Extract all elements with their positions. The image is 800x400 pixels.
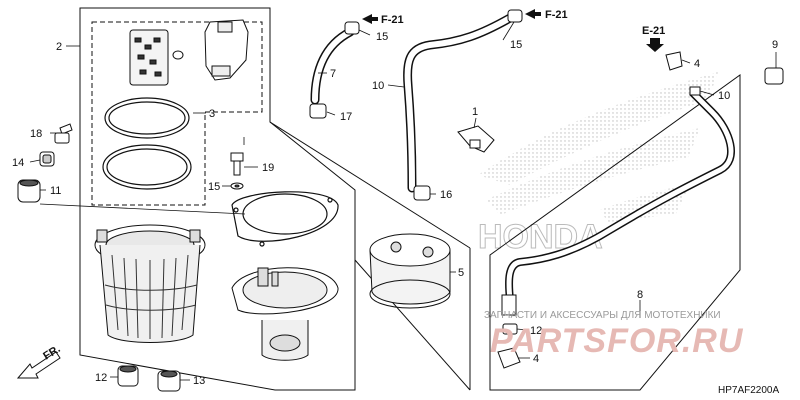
group-outlines xyxy=(79,7,741,391)
right-clips xyxy=(497,51,784,369)
part-15-clip-b xyxy=(507,9,523,23)
part-3-pump-kit xyxy=(129,19,249,86)
callout-10-a: 10 xyxy=(718,90,730,102)
callout-15-c: 16 xyxy=(440,189,452,201)
site-watermark: ЗАПЧАСТИ И АКСЕССУАРЫ ДЛЯ МОТОТЕХНИКИ PA… xyxy=(484,310,744,360)
callout-12-a: 12 xyxy=(95,372,107,384)
callout-labels: 2 3 18 14 11 19 15 7 17 15 10 1 15 16 5 … xyxy=(12,31,778,387)
gasket-kit-box xyxy=(91,21,263,206)
part-12-grommet xyxy=(117,365,181,392)
svg-text:E-21: E-21 xyxy=(642,25,665,37)
callout-6: 7 xyxy=(330,68,336,80)
part-15-clip-a xyxy=(344,21,360,35)
part-18-bolt xyxy=(230,152,244,176)
reference-labels: F-21 F-21 E-21 xyxy=(362,9,665,52)
callout-17: 18 xyxy=(30,128,42,140)
part-4-clip-a xyxy=(665,51,683,71)
honda-wing-watermark: HONDA xyxy=(478,72,718,257)
callout-12-b: 13 xyxy=(193,375,205,387)
hose-clips xyxy=(309,9,523,201)
part-11-rubber xyxy=(17,179,41,203)
main-assembly-box xyxy=(79,7,356,391)
part-8-grommet xyxy=(764,67,784,85)
leader-lines xyxy=(29,21,777,381)
svg-text:F-21: F-21 xyxy=(545,9,568,21)
site-caption: ЗАПЧАСТИ И АКСЕССУАРЫ ДЛЯ МОТОТЕХНИКИ xyxy=(484,310,721,321)
callout-11: 11 xyxy=(50,185,61,197)
callout-8: 9 xyxy=(772,39,778,51)
part-1-bracket xyxy=(457,125,495,153)
callout-7: 8 xyxy=(637,289,643,301)
part-15-clip-c xyxy=(413,185,431,201)
diagram-code: HP7AF2200A xyxy=(718,385,779,396)
part-19-gasket xyxy=(231,191,339,247)
callout-18: 19 xyxy=(262,162,274,174)
svg-text:F-21: F-21 xyxy=(381,14,404,26)
ref-f21-a: F-21 xyxy=(362,14,404,26)
part-14-washer xyxy=(230,182,244,190)
callout-9: 10 xyxy=(372,80,384,92)
part-13-grommet xyxy=(39,151,55,167)
ref-e21: E-21 xyxy=(642,25,665,52)
callout-10-b: 12 xyxy=(530,325,542,337)
fuel-line-box xyxy=(489,74,741,391)
honda-wordmark: HONDA xyxy=(478,218,603,256)
callout-15-a: 15 xyxy=(376,31,388,43)
pump-module xyxy=(231,267,339,361)
part-16-clip xyxy=(309,103,327,119)
callout-14: 15 xyxy=(208,181,220,193)
site-logo: PARTSFOR.RU xyxy=(490,322,744,360)
callout-1: 1 xyxy=(472,106,478,118)
callout-4-b: 4 xyxy=(533,353,539,365)
part-10-clip-a xyxy=(689,86,701,96)
ref-f21-b: F-21 xyxy=(525,9,568,21)
callout-3: 3 xyxy=(209,108,215,120)
callout-15-b: 15 xyxy=(510,39,522,51)
callout-13: 14 xyxy=(12,157,24,169)
part-17-bolt xyxy=(54,123,73,144)
callout-4-a: 4 xyxy=(694,58,700,70)
part-5-filter xyxy=(369,233,451,309)
part-4-clip-b xyxy=(497,347,521,369)
callout-5: 5 xyxy=(458,267,464,279)
callout-2: 2 xyxy=(56,41,62,53)
front-direction-arrow: FR. xyxy=(16,343,63,379)
fuel-pump-assembly xyxy=(94,224,206,343)
o-rings xyxy=(102,97,192,190)
part-9-hose xyxy=(403,13,515,193)
part-7-fuel-tube xyxy=(501,89,735,316)
callout-16: 17 xyxy=(340,111,352,123)
